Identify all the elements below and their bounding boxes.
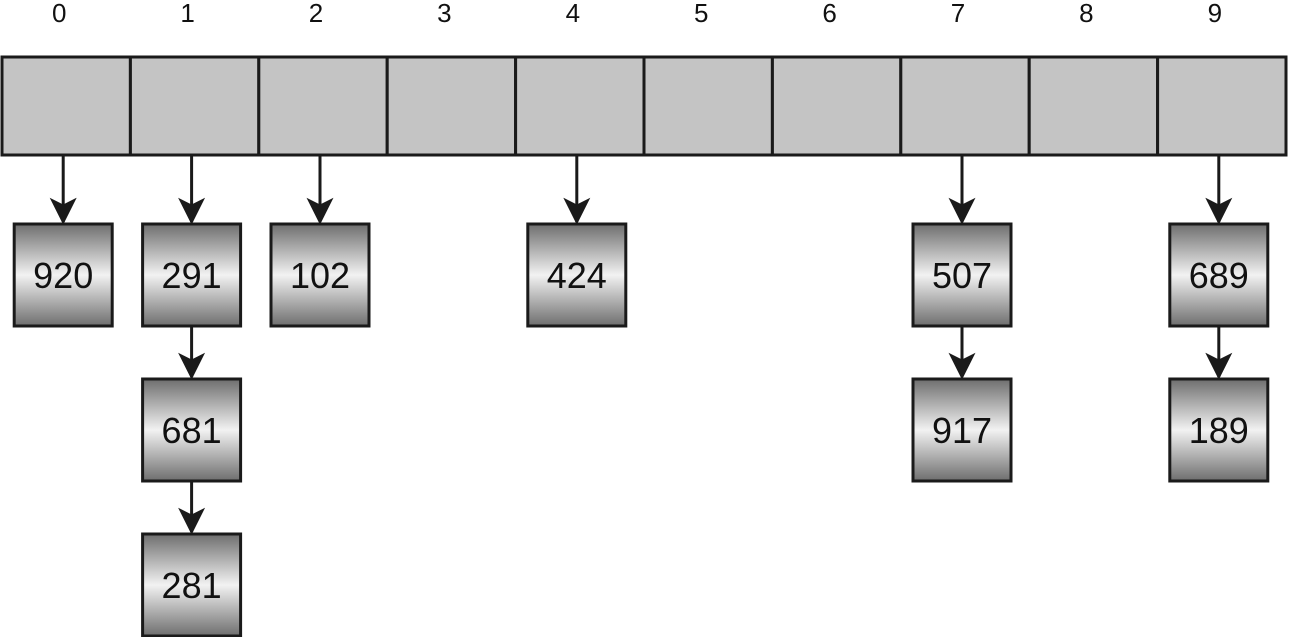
chain-node xyxy=(911,377,1013,483)
chain-node-value: 920 xyxy=(33,255,93,296)
chain-node-value: 291 xyxy=(162,255,222,296)
chain-node-value: 917 xyxy=(932,410,992,451)
bucket-index-label: 1 xyxy=(180,0,194,28)
bucket-cell xyxy=(770,55,903,157)
bucket-index-label: 3 xyxy=(437,0,451,28)
chain-node xyxy=(911,222,1013,328)
chain-node-value: 507 xyxy=(932,255,992,296)
bucket-index-label: 5 xyxy=(694,0,708,28)
bucket-cell xyxy=(385,55,518,157)
chain-node-value: 281 xyxy=(162,565,222,606)
bucket-index-label: 7 xyxy=(951,0,965,28)
bucket-array: 0 1 2 3 4 5 6 7 8 9 xyxy=(0,0,1288,157)
bucket-cell xyxy=(128,55,261,157)
bucket-index-label: 6 xyxy=(822,0,836,28)
chain-node-value: 102 xyxy=(290,255,350,296)
chain-node xyxy=(141,222,243,328)
chain-node xyxy=(141,532,243,637)
bucket-index-label: 9 xyxy=(1208,0,1222,28)
bucket-cell xyxy=(899,55,1031,157)
pointer-arrows xyxy=(49,155,1233,535)
bucket-index-label: 0 xyxy=(52,0,66,28)
chain-node xyxy=(12,222,114,328)
chain-node xyxy=(1168,377,1270,483)
chain-node-value: 689 xyxy=(1189,255,1249,296)
chain-node xyxy=(526,222,628,328)
chain-node xyxy=(269,222,371,328)
chain-node-value: 424 xyxy=(547,255,607,296)
bucket-index-label: 4 xyxy=(566,0,580,28)
bucket-index-label: 8 xyxy=(1079,0,1093,28)
chain-node xyxy=(141,377,243,483)
bucket-cell xyxy=(1156,55,1288,157)
bucket-cell xyxy=(514,55,646,157)
bucket-index-label: 2 xyxy=(309,0,323,28)
chain-nodes: 920 291 681 281 102 424 507 917 689 189 xyxy=(12,222,1270,637)
bucket-cell xyxy=(0,55,132,157)
bucket-cell xyxy=(257,55,389,157)
chain-node-value: 189 xyxy=(1189,410,1249,451)
bucket-cell xyxy=(1027,55,1160,157)
bucket-cell xyxy=(642,55,774,157)
chain-node xyxy=(1168,222,1270,328)
chain-node-value: 681 xyxy=(162,410,222,451)
